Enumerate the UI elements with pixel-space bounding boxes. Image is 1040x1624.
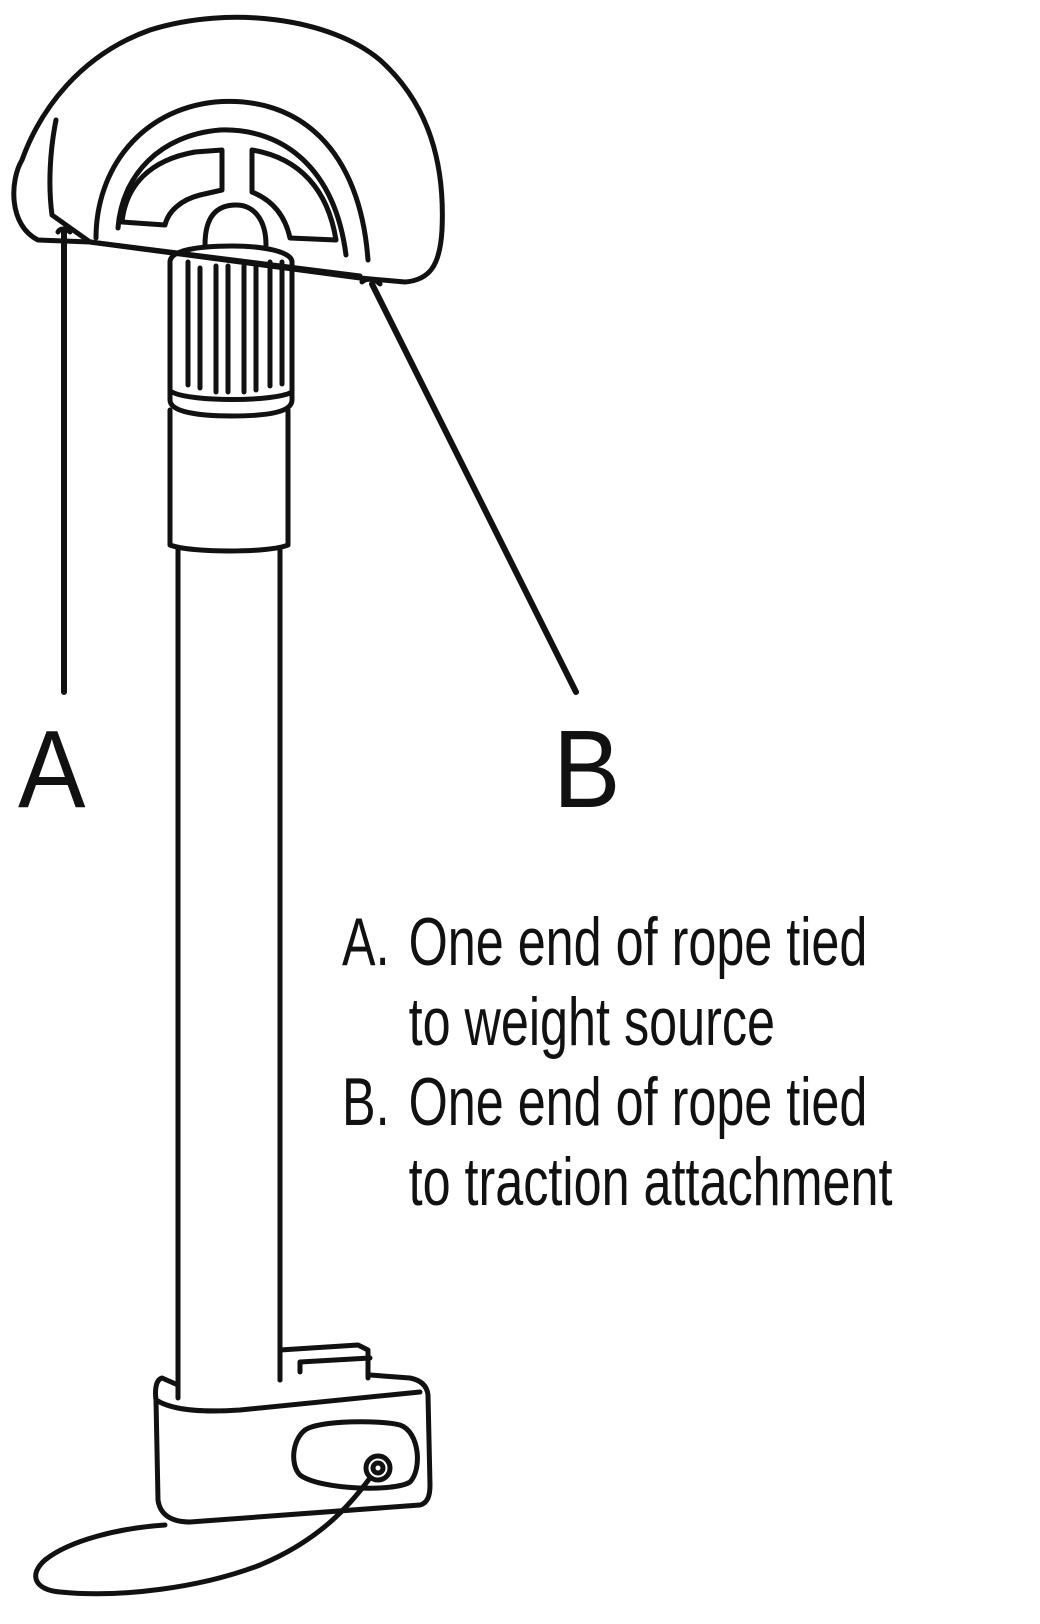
legend-line: One end of rope tied [408,904,868,980]
pole [175,547,283,1401]
clamp-knob [291,1419,420,1491]
pulley-wheel-inner [115,127,349,258]
legend-item-a: A. One end of rope tied to weight source [342,902,1038,1062]
door-clamp-base [153,1372,433,1525]
pulley-wheel-rim [93,98,371,263]
legend-text: One end of rope tied to traction attachm… [409,1062,1038,1222]
callout-label-b: B [553,708,621,831]
pulley-housing-lip [47,117,93,245]
legend-line: One end of rope tied [408,1064,868,1140]
knurled-collar [167,243,295,419]
pulley-base-edge [87,239,363,279]
pulley-spoke-opening-right [249,147,339,243]
clamp-cord [33,1475,373,1597]
callout-label-a: A [18,708,86,831]
legend-text: One end of rope tied to weight source [409,902,1038,1062]
pulley-housing [11,14,445,285]
pole-sleeve [167,407,291,554]
legend-line: to traction attachment [408,1144,893,1220]
pulley-hub [202,202,269,248]
pulley-spoke-opening-left [119,147,225,228]
legend-key: B. [342,1064,390,1140]
legend-key: A. [342,904,390,980]
legend: A. One end of rope tied to weight source… [342,902,1040,1222]
legend-item-b: B. One end of rope tied to traction atta… [342,1062,1038,1222]
legend-line: to weight source [408,984,776,1060]
rope-b [369,281,579,695]
